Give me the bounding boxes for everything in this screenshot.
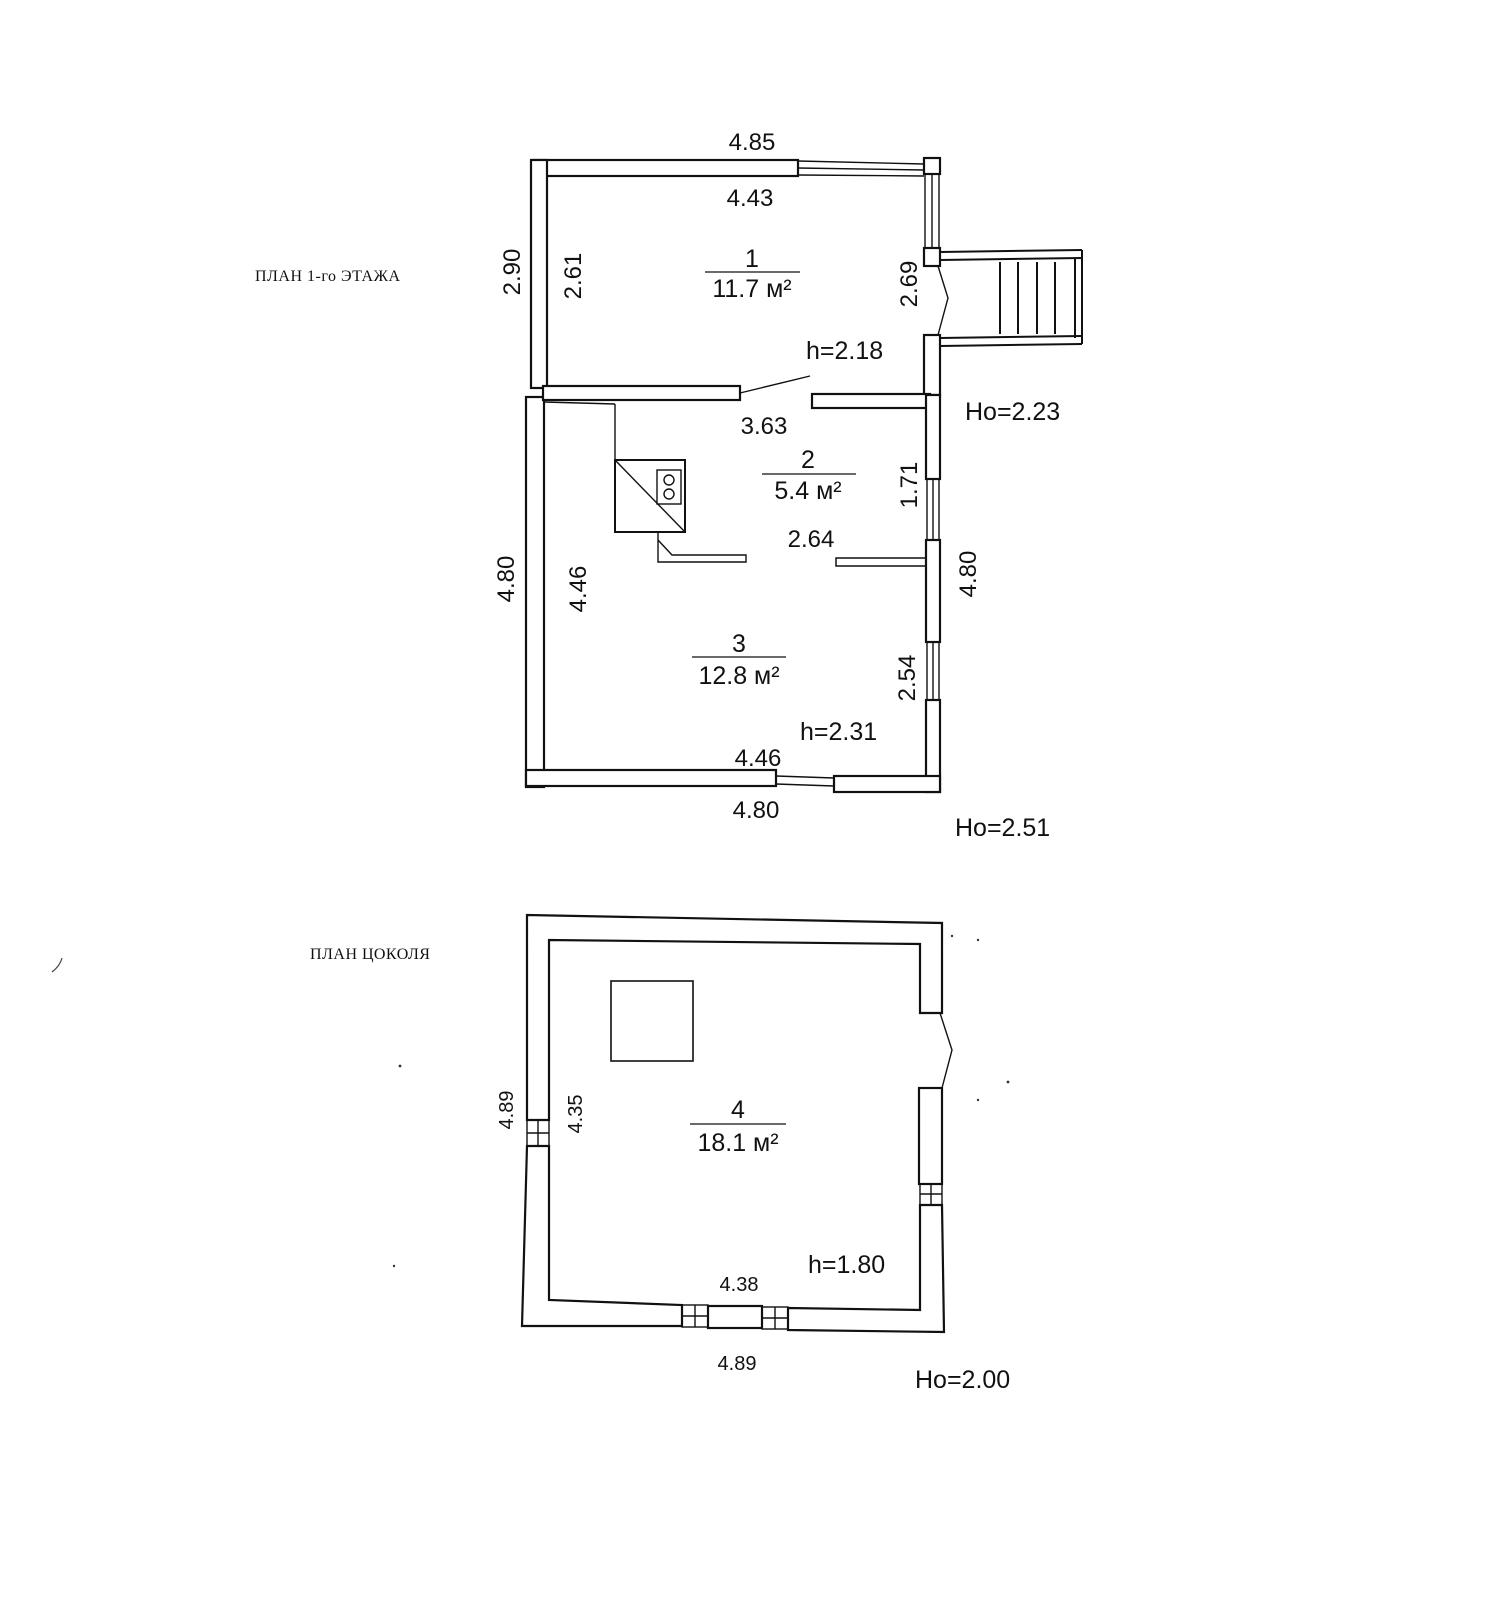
dim-basement-left-inner: 4.35 xyxy=(565,1095,587,1134)
dim-basement-bottom-outer: 4.89 xyxy=(718,1353,757,1375)
wall-right-stub xyxy=(922,246,942,268)
door-partition xyxy=(739,375,811,394)
inner-wall-line xyxy=(543,401,616,405)
dim-top-outer: 4.85 xyxy=(729,129,776,156)
window-right-mid xyxy=(926,479,940,540)
dim-left-inner-lower: 4.46 xyxy=(565,566,592,613)
dim-right-outer-lower: 4.80 xyxy=(955,551,982,598)
room-4-number: 4 xyxy=(731,1096,745,1124)
dim-left-inner-upper: 2.61 xyxy=(560,253,587,300)
room-4-height: h=1.80 xyxy=(808,1251,885,1279)
room-1-number: 1 xyxy=(745,245,759,273)
room-1-area: 11.7 м² xyxy=(712,275,791,303)
first-floor-plan-title: ПЛАН 1-го ЭТАЖА xyxy=(255,268,401,285)
window-top xyxy=(797,160,925,177)
wall-basement-top-left xyxy=(525,913,944,1122)
dim-basement-bottom-inner: 4.38 xyxy=(720,1274,759,1296)
dim-right-inner-upper: 2.69 xyxy=(896,261,923,308)
room-2-number: 2 xyxy=(801,446,815,474)
window-basement-left xyxy=(526,1119,550,1147)
basement-ho: Ho=2.00 xyxy=(915,1366,1010,1394)
dim-basement-left-outer: 4.89 xyxy=(496,1091,518,1130)
room-3-area: 12.8 м² xyxy=(698,662,779,690)
partition-wall-left xyxy=(541,384,742,402)
wall-bottom-right xyxy=(832,774,942,794)
wall-left-lower xyxy=(524,395,546,789)
wall-basement-left-lower xyxy=(520,1144,684,1328)
basement-plan: 4 18.1 м² 4.89 4.35 4.38 4.89 h=1.80 Ho=… xyxy=(496,913,1010,1394)
partition-wall-right xyxy=(810,392,932,410)
dim-left-outer-upper: 2.90 xyxy=(499,249,526,296)
dim-top-inner: 4.43 xyxy=(727,185,774,212)
porch-stairs-icon xyxy=(939,249,1083,347)
window-basement-bottom-right xyxy=(761,1306,789,1330)
room-1-height: h=2.18 xyxy=(806,337,883,365)
wall-left-upper xyxy=(529,158,549,390)
wall-right-upper xyxy=(922,333,942,397)
partition-kitchen-right xyxy=(835,557,927,567)
window-basement-right xyxy=(919,1183,943,1206)
dim-corridor: 2.64 xyxy=(788,526,835,553)
floor-ho: Ho=2.51 xyxy=(955,814,1050,842)
partition-kitchen-left xyxy=(657,532,747,563)
stove-icon xyxy=(614,459,686,533)
wall-corner-top-right xyxy=(922,156,942,176)
room-2-area: 5.4 м² xyxy=(774,477,841,505)
wall-bottom-left xyxy=(524,768,778,788)
basement-plan-title: ПЛАН ЦОКОЛЯ xyxy=(310,946,430,963)
chimney-icon xyxy=(610,980,694,1062)
room-4-area: 18.1 м² xyxy=(697,1129,778,1157)
dim-left-outer-lower: 4.80 xyxy=(493,556,520,603)
wall-top xyxy=(531,158,800,178)
dim-bottom-inner: 4.46 xyxy=(735,745,782,772)
wall-basement-right-mid xyxy=(917,1086,944,1186)
porch-ho: Ho=2.23 xyxy=(965,398,1060,426)
wall-right-mid xyxy=(924,393,942,481)
window-basement-bottom-left xyxy=(681,1304,709,1328)
room-3-height: h=2.31 xyxy=(800,718,877,746)
window-right-lower xyxy=(926,642,940,700)
first-floor-plan: 1 11.7 м² 2 5.4 м² 3 12.8 м² 4.85 4.43 3… xyxy=(493,129,1083,842)
dim-right-inner-lower: 2.54 xyxy=(894,655,921,702)
window-right-upper xyxy=(924,174,940,248)
scan-specks xyxy=(51,934,1010,1268)
door-bottom xyxy=(775,775,835,787)
dim-partition: 3.63 xyxy=(741,413,788,440)
door-right-entrance xyxy=(937,265,949,336)
door-basement-entrance xyxy=(939,1012,953,1089)
wall-right-lower-a xyxy=(924,538,942,644)
room-3-number: 3 xyxy=(732,630,746,658)
wall-basement-bottom-mid xyxy=(706,1304,764,1330)
dim-bottom-outer: 4.80 xyxy=(733,797,780,824)
dim-right-inner-mid: 1.71 xyxy=(896,462,923,509)
